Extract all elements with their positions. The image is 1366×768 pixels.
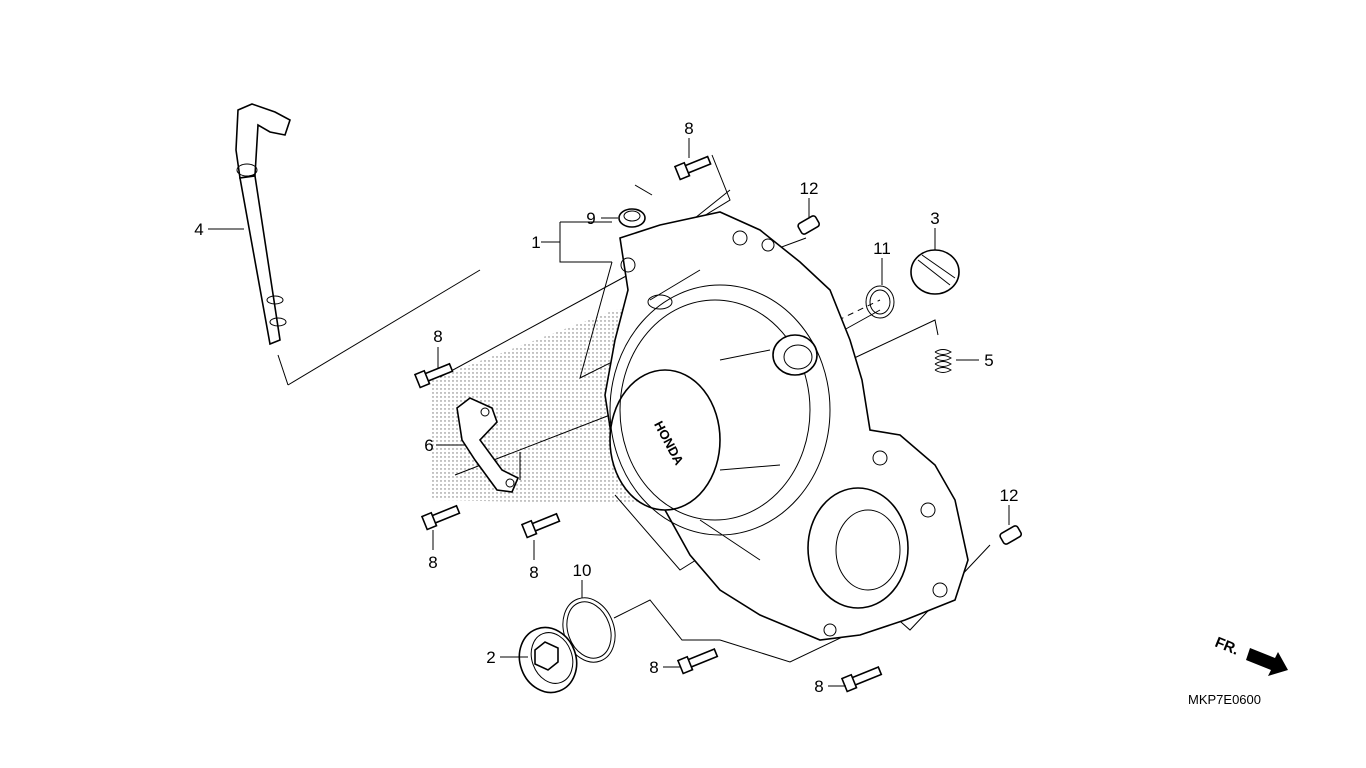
oring-part-11 — [865, 285, 895, 319]
callout-5: 5 — [984, 351, 993, 370]
callout-8-lower-left: 8 — [428, 553, 437, 572]
direction-label: FR. — [1213, 634, 1242, 659]
callout-4: 4 — [194, 220, 203, 239]
forward-direction-indicator: FR. — [1213, 634, 1288, 676]
callout-9: 9 — [586, 209, 595, 228]
callouts: 4 1 9 8 12 3 11 5 8 6 8 8 10 2 8 8 12 — [194, 119, 1018, 696]
callout-1: 1 — [531, 233, 540, 252]
arrow-icon — [1246, 648, 1288, 676]
callout-3: 3 — [930, 209, 939, 228]
bolts — [413, 155, 883, 693]
spring-part-5 — [934, 349, 952, 373]
callout-2: 2 — [486, 648, 495, 667]
plate-part-6 — [456, 397, 520, 493]
callout-8-top: 8 — [684, 119, 693, 138]
callout-10: 10 — [573, 561, 592, 580]
callout-12-right: 12 — [1000, 486, 1019, 505]
cap-part-3 — [910, 249, 960, 295]
callout-8-lower-mid: 8 — [529, 563, 538, 582]
plug-part-2 — [518, 626, 578, 694]
callout-8-bottom-right: 8 — [814, 677, 823, 696]
callout-8-left: 8 — [433, 327, 442, 346]
callout-11: 11 — [873, 239, 891, 258]
callout-ticks — [208, 138, 1010, 687]
figure-code: MKP7E0600 — [1188, 692, 1261, 707]
callout-12-top: 12 — [800, 179, 819, 198]
shaft-part-4 — [235, 103, 291, 346]
seal-part-9 — [618, 208, 646, 228]
callout-8-bottom-mid: 8 — [649, 658, 658, 677]
clutch-cover: HONDA — [604, 211, 969, 641]
dowels — [797, 215, 1023, 545]
callout-6: 6 — [424, 436, 433, 455]
